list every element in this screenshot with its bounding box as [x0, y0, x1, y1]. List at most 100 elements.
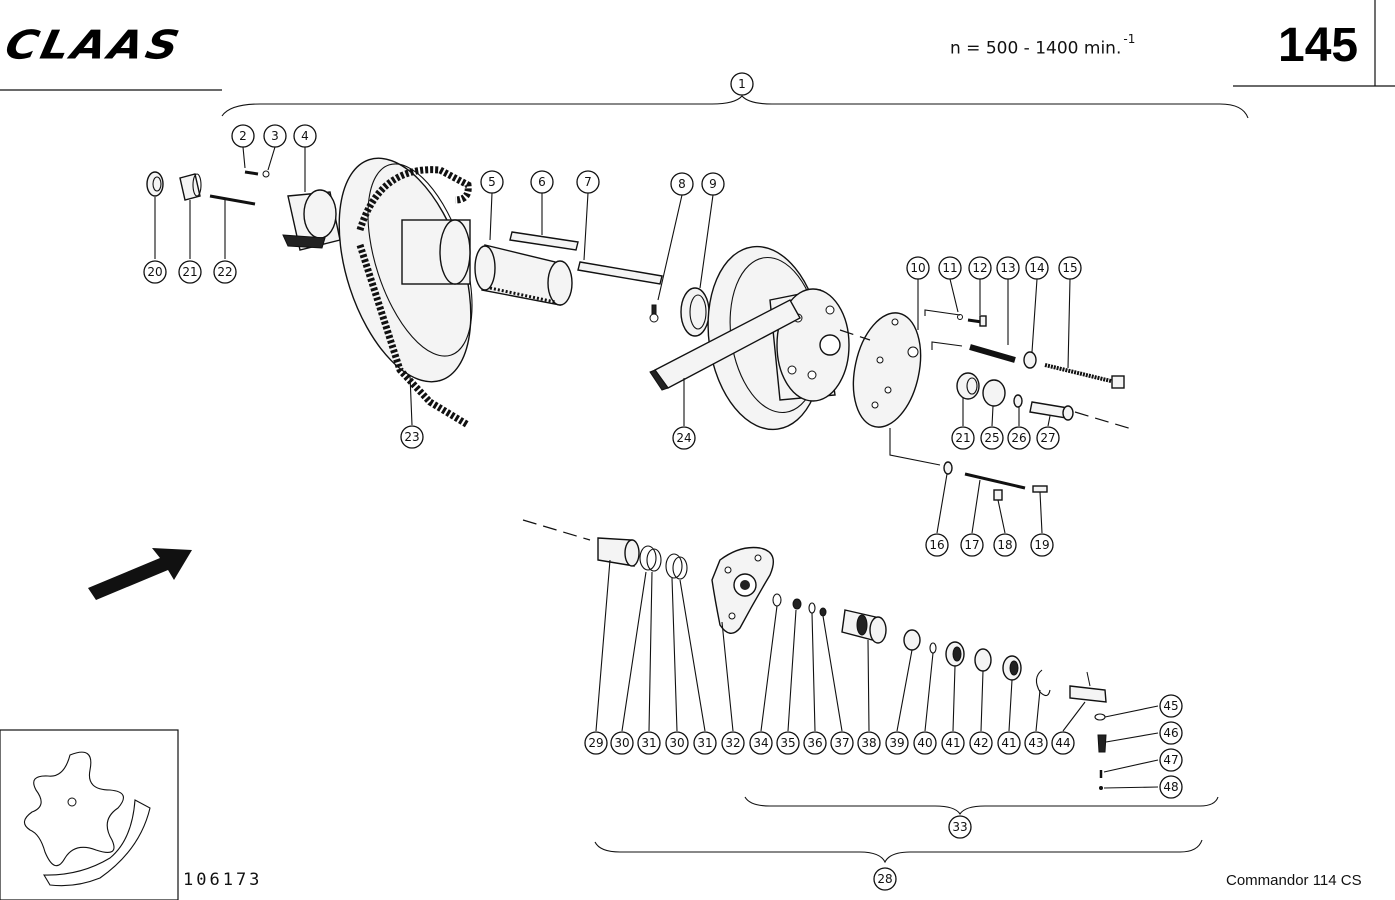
- page-number: 145: [1278, 19, 1359, 72]
- axis-line-lower: [522, 519, 591, 541]
- callout-41-b: 41: [997, 731, 1021, 755]
- callout-20: 20: [143, 260, 167, 284]
- part-42-spacer: [974, 648, 992, 672]
- svg-text:25: 25: [984, 431, 999, 445]
- part-37-nut: [819, 607, 827, 617]
- callout-19: 19: [1030, 533, 1054, 557]
- callout-6: 6: [530, 170, 554, 194]
- svg-text:26: 26: [1011, 431, 1026, 445]
- callout-43: 43: [1024, 731, 1048, 755]
- part-12-bolt: [967, 315, 987, 327]
- callout-9: 9: [701, 172, 725, 196]
- part-29-sleeve: [597, 537, 640, 567]
- speed-text: n = 500 - 1400 min.: [950, 38, 1122, 59]
- part-40-circlip: [929, 642, 937, 654]
- svg-text:21: 21: [955, 431, 970, 445]
- speed-range: n = 500 - 1400 min.-1: [950, 32, 1135, 59]
- callout-28: 28: [873, 867, 897, 891]
- assembly-bracket-33: [744, 796, 1219, 816]
- svg-text:6: 6: [538, 175, 546, 189]
- svg-text:43: 43: [1028, 736, 1043, 750]
- callout-27: 27: [1036, 426, 1060, 450]
- svg-text:30: 30: [614, 736, 629, 750]
- svg-text:3: 3: [271, 129, 279, 143]
- svg-text:40: 40: [917, 736, 932, 750]
- part-14-washer: [1023, 351, 1037, 369]
- callout-25: 25: [980, 426, 1004, 450]
- callout-23: 23: [400, 425, 424, 449]
- callout-31-a: 31: [637, 731, 661, 755]
- callout-39: 39: [885, 731, 909, 755]
- part-41-bearing-a: [945, 641, 965, 667]
- callout-36: 36: [803, 731, 827, 755]
- svg-text:37: 37: [834, 736, 849, 750]
- callout-29: 29: [584, 731, 608, 755]
- callout-11: 11: [938, 256, 962, 280]
- callout-13: 13: [996, 256, 1020, 280]
- callout-22: 22: [213, 260, 237, 284]
- part-21-bushing: [179, 173, 202, 201]
- part-39-seal: [903, 629, 921, 651]
- callout-30-a: 30: [610, 731, 634, 755]
- callout-3: 3: [263, 124, 287, 148]
- svg-text:33: 33: [952, 820, 967, 834]
- callout-24: 24: [672, 426, 696, 450]
- svg-text:21: 21: [182, 265, 197, 279]
- callout-35: 35: [776, 731, 800, 755]
- svg-text:31: 31: [641, 736, 656, 750]
- svg-text:19: 19: [1034, 538, 1049, 552]
- callout-7: 7: [576, 170, 600, 194]
- callout-26: 26: [1007, 426, 1031, 450]
- callout-8: 8: [670, 172, 694, 196]
- svg-text:30: 30: [669, 736, 684, 750]
- callout-10: 10: [906, 256, 930, 280]
- assembly-bracket-1: [221, 95, 1249, 119]
- callout-12: 12: [968, 256, 992, 280]
- svg-text:48: 48: [1163, 780, 1178, 794]
- callout-4: 4: [293, 124, 317, 148]
- part-16-washer: [943, 461, 953, 475]
- svg-text:10: 10: [910, 261, 925, 275]
- svg-text:8: 8: [678, 177, 686, 191]
- callout-16: 16: [925, 533, 949, 557]
- svg-text:12: 12: [972, 261, 987, 275]
- svg-text:38: 38: [861, 736, 876, 750]
- speed-exponent: -1: [1123, 32, 1136, 46]
- part-48-ball: [1099, 786, 1103, 790]
- svg-text:22: 22: [217, 265, 232, 279]
- svg-text:47: 47: [1163, 753, 1178, 767]
- part-10-flange: [852, 312, 922, 428]
- callout-31-b: 31: [693, 731, 717, 755]
- svg-text:5: 5: [488, 175, 496, 189]
- callout-48: 48: [1159, 775, 1183, 799]
- part-41-bearing-b: [1002, 655, 1022, 681]
- part-8-screw: [649, 304, 659, 323]
- svg-text:23: 23: [404, 430, 419, 444]
- part-20-seal: [146, 171, 164, 197]
- svg-text:28: 28: [877, 872, 892, 886]
- part-26-washer: [1013, 394, 1023, 408]
- svg-text:16: 16: [929, 538, 944, 552]
- svg-text:29: 29: [588, 736, 603, 750]
- part-31-ring-b: [672, 556, 688, 580]
- callout-1: 1: [730, 72, 754, 96]
- svg-text:18: 18: [997, 538, 1012, 552]
- direction-arrow-icon: [88, 548, 192, 600]
- part-18-clip: [993, 489, 1003, 501]
- callout-18: 18: [993, 533, 1017, 557]
- callout-38: 38: [857, 731, 881, 755]
- callout-46: 46: [1159, 721, 1183, 745]
- svg-text:4: 4: [301, 129, 309, 143]
- part-46-grease-nipple: [1097, 734, 1107, 753]
- svg-text:36: 36: [807, 736, 822, 750]
- part-17-rod: [964, 472, 1026, 490]
- part-23-variator-pulley: [338, 157, 473, 428]
- svg-text:13: 13: [1000, 261, 1015, 275]
- svg-text:46: 46: [1163, 726, 1178, 740]
- svg-text:20: 20: [147, 265, 162, 279]
- callout-33: 33: [948, 815, 972, 839]
- machine-model: Commandor 114 CS: [1226, 872, 1362, 889]
- drawing-number: 106173: [183, 870, 263, 890]
- part-15-bolt: [1044, 363, 1125, 389]
